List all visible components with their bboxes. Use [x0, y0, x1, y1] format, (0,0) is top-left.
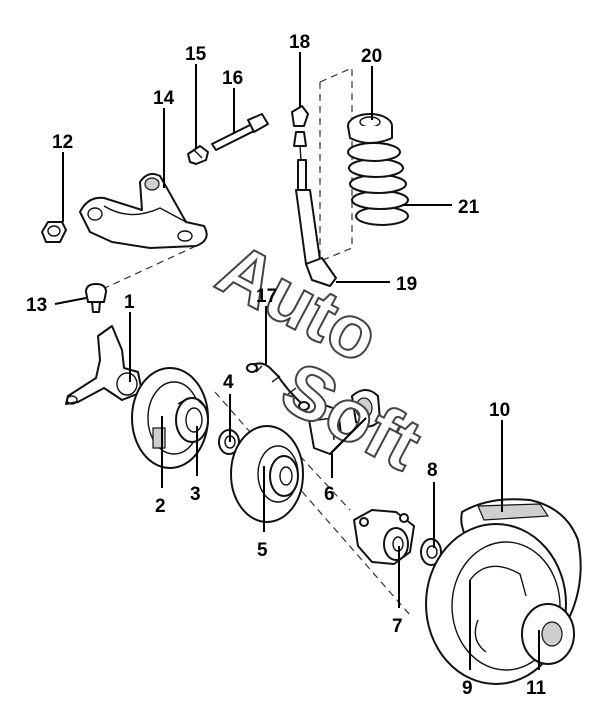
part-16-pivot-shaft — [211, 113, 269, 151]
callout-18: 18 — [289, 32, 310, 53]
part-1-steering-knuckle — [65, 325, 143, 405]
callout-21: 21 — [458, 197, 480, 218]
callouts: 1 2 3 4 5 6 7 8 9 10 11 12 13 14 15 16 1… — [26, 32, 547, 699]
part-12-bolt — [41, 221, 67, 243]
callout-9: 9 — [462, 678, 473, 699]
part-14-upper-control-arm — [79, 173, 208, 249]
part-19-shock-absorber — [295, 159, 337, 287]
callout-1: 1 — [124, 292, 135, 313]
callout-2: 2 — [155, 496, 166, 517]
callout-6: 6 — [324, 484, 335, 505]
part-3-inner-bearing — [175, 397, 209, 443]
callout-7: 7 — [392, 616, 403, 637]
callout-20: 20 — [361, 46, 382, 67]
callout-5: 5 — [257, 540, 268, 561]
callout-19: 19 — [396, 274, 417, 295]
part-6-brake-caliper — [307, 389, 381, 455]
part-8-outer-bearing — [420, 538, 442, 566]
callout-4: 4 — [223, 372, 234, 393]
part-7-hub — [353, 509, 415, 565]
callout-15: 15 — [185, 44, 207, 65]
callout-8: 8 — [427, 460, 438, 481]
assembly-lines — [104, 67, 411, 616]
callout-3: 3 — [190, 484, 201, 505]
callout-11: 11 — [526, 678, 547, 699]
callout-17: 17 — [256, 286, 277, 307]
callout-13: 13 — [26, 295, 47, 316]
leader-lines — [54, 52, 540, 670]
part-15-bushing — [187, 145, 209, 165]
part-18-strut-mount — [291, 105, 309, 161]
part-13-ball-joint — [85, 283, 107, 313]
part-11-hub-cap — [521, 603, 575, 665]
part-17-brake-hose — [246, 362, 310, 411]
callout-16: 16 — [222, 68, 243, 89]
callout-10: 10 — [489, 400, 510, 421]
watermark-text-auto: Auto — [205, 227, 393, 379]
callout-12: 12 — [52, 132, 73, 153]
part-20-spring-seat — [347, 113, 393, 144]
callout-14: 14 — [153, 88, 175, 109]
part-21-coil-spring — [347, 142, 409, 226]
part-5-brake-disc — [230, 425, 304, 523]
